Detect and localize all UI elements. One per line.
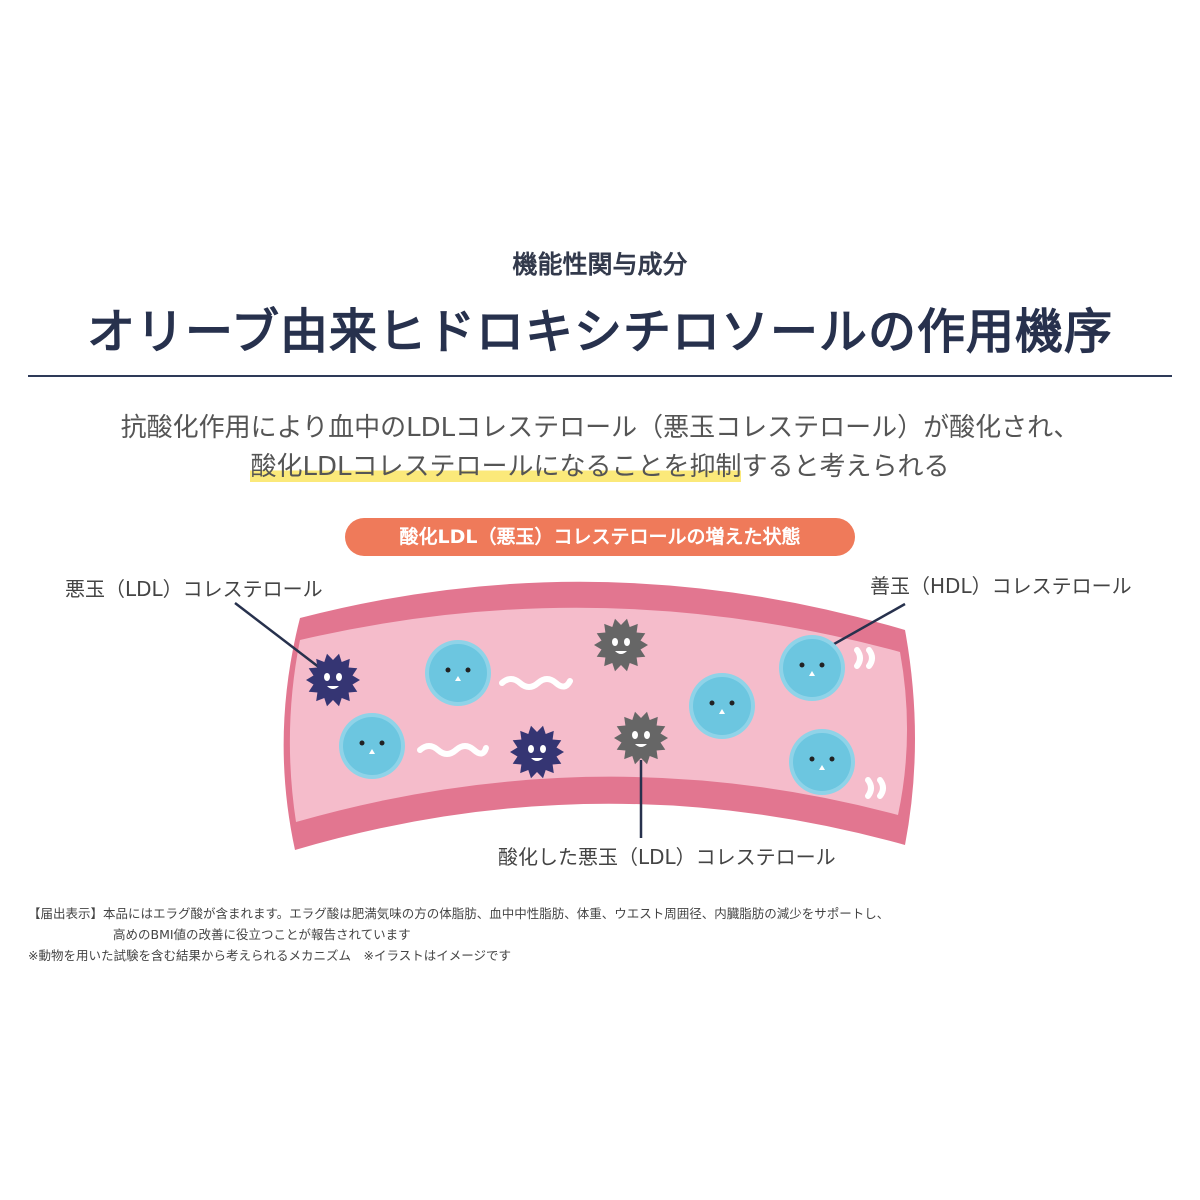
wave-lines	[417, 647, 886, 799]
highlighted-text: 酸化LDLコレステロールになることを抑制	[250, 452, 742, 482]
footnote-2: 高めのBMI値の改善に役立つことが報告されています	[113, 927, 411, 942]
particles	[306, 618, 855, 795]
description-line-2: 酸化LDLコレステロールになることを抑制すると考えられる	[0, 446, 1200, 483]
ldl-particle	[510, 725, 564, 779]
page-title: オリーブ由来ヒドロキシチロソールの作用機序	[86, 304, 1114, 360]
ldl-particle	[306, 653, 360, 707]
hdl-particle	[789, 729, 855, 795]
footnote-3: ※動物を用いた試験を含む結果から考えられるメカニズム ※イラストはイメージです	[28, 948, 511, 963]
oxidized-ldl-label: 酸化した悪玉（LDL）コレステロール	[498, 845, 836, 869]
hdl-label: 善玉（HDL）コレステロール	[870, 574, 1132, 598]
leader-lines	[234, 602, 906, 838]
divider	[28, 375, 1172, 377]
hdl-particle	[779, 635, 845, 701]
description-line-2-rest: すると考えられる	[741, 452, 950, 482]
footnotes: 【届出表示】本品にはエラグ酸が含まれます。エラグ酸は肥満気味の方の体脂肪、血中中…	[28, 903, 889, 966]
oxidized-ldl-particle	[614, 711, 668, 765]
subtitle: 機能性関与成分	[512, 250, 688, 279]
description-line-1: 抗酸化作用により血中のLDLコレステロール（悪玉コレステロール）が酸化され、	[120, 413, 1080, 443]
hdl-particle	[689, 673, 755, 739]
state-label-badge: 酸化LDL（悪玉）コレステロールの増えた状態	[345, 518, 855, 556]
footnote-1: 【届出表示】本品にはエラグ酸が含まれます。エラグ酸は肥満気味の方の体脂肪、血中中…	[28, 906, 890, 921]
hdl-particle	[339, 713, 405, 779]
hdl-particle	[425, 640, 491, 706]
ldl-label: 悪玉（LDL）コレステロール	[65, 577, 323, 601]
oxidized-ldl-particle	[594, 618, 648, 672]
